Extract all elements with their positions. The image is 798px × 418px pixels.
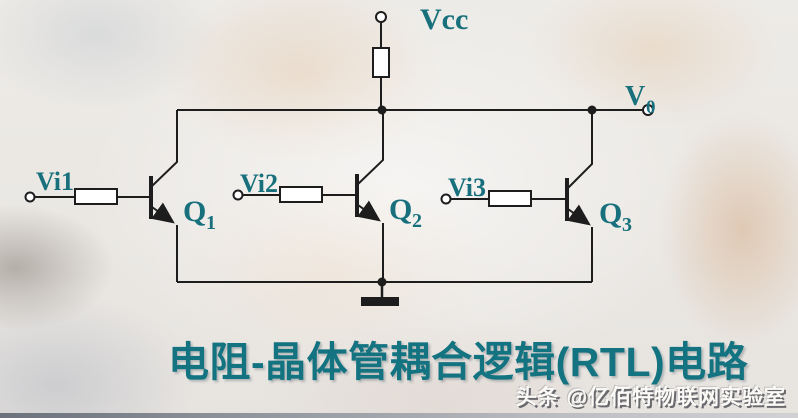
output-label-subscript: 0 [646,97,656,118]
q1-label-subscript: 1 [206,212,216,234]
input-stage-2 [232,186,355,203]
input-resistor-3 [488,190,532,207]
vcc-label: Vcc [420,3,468,36]
q3-label: Q [599,197,622,230]
input-label-2: Vi2 [240,169,278,198]
input-label-1: Vi1 [36,167,74,196]
ground-bar [361,297,399,306]
vcc-branch [372,11,390,110]
input-stage-1 [24,188,149,205]
vcc-resistor [372,47,390,78]
collector-lead [150,110,178,188]
q3-label-subscript: 3 [622,214,632,236]
q2-label-subscript: 2 [412,210,422,232]
output-label: V [625,81,645,112]
input-resistor-1 [74,188,118,205]
ground-symbol [361,282,399,306]
emitter-lead [567,204,591,226]
circuit-title: 电阻-晶体管耦合逻辑(RTL)电路 [168,339,749,385]
input-terminal-1 [24,191,36,203]
transistor-q2 [355,110,384,282]
q2-label: Q [389,193,412,226]
watermark: 头条 @亿佰特物联网实验室 [515,386,786,409]
transistor-q3 [565,110,593,282]
input-label-3: Vi3 [448,173,486,202]
collector-lead [356,110,384,186]
q1-label: Q [183,195,206,228]
photo-bottom-edge [0,413,798,418]
output-terminal [642,104,654,116]
input-stage-3 [440,190,565,207]
transistor-q1 [149,110,178,282]
input-resistor-2 [279,186,323,203]
emitter-lead [151,202,175,224]
emitter-lead [357,200,381,222]
collector-lead [566,110,593,190]
vcc-terminal [375,11,387,23]
